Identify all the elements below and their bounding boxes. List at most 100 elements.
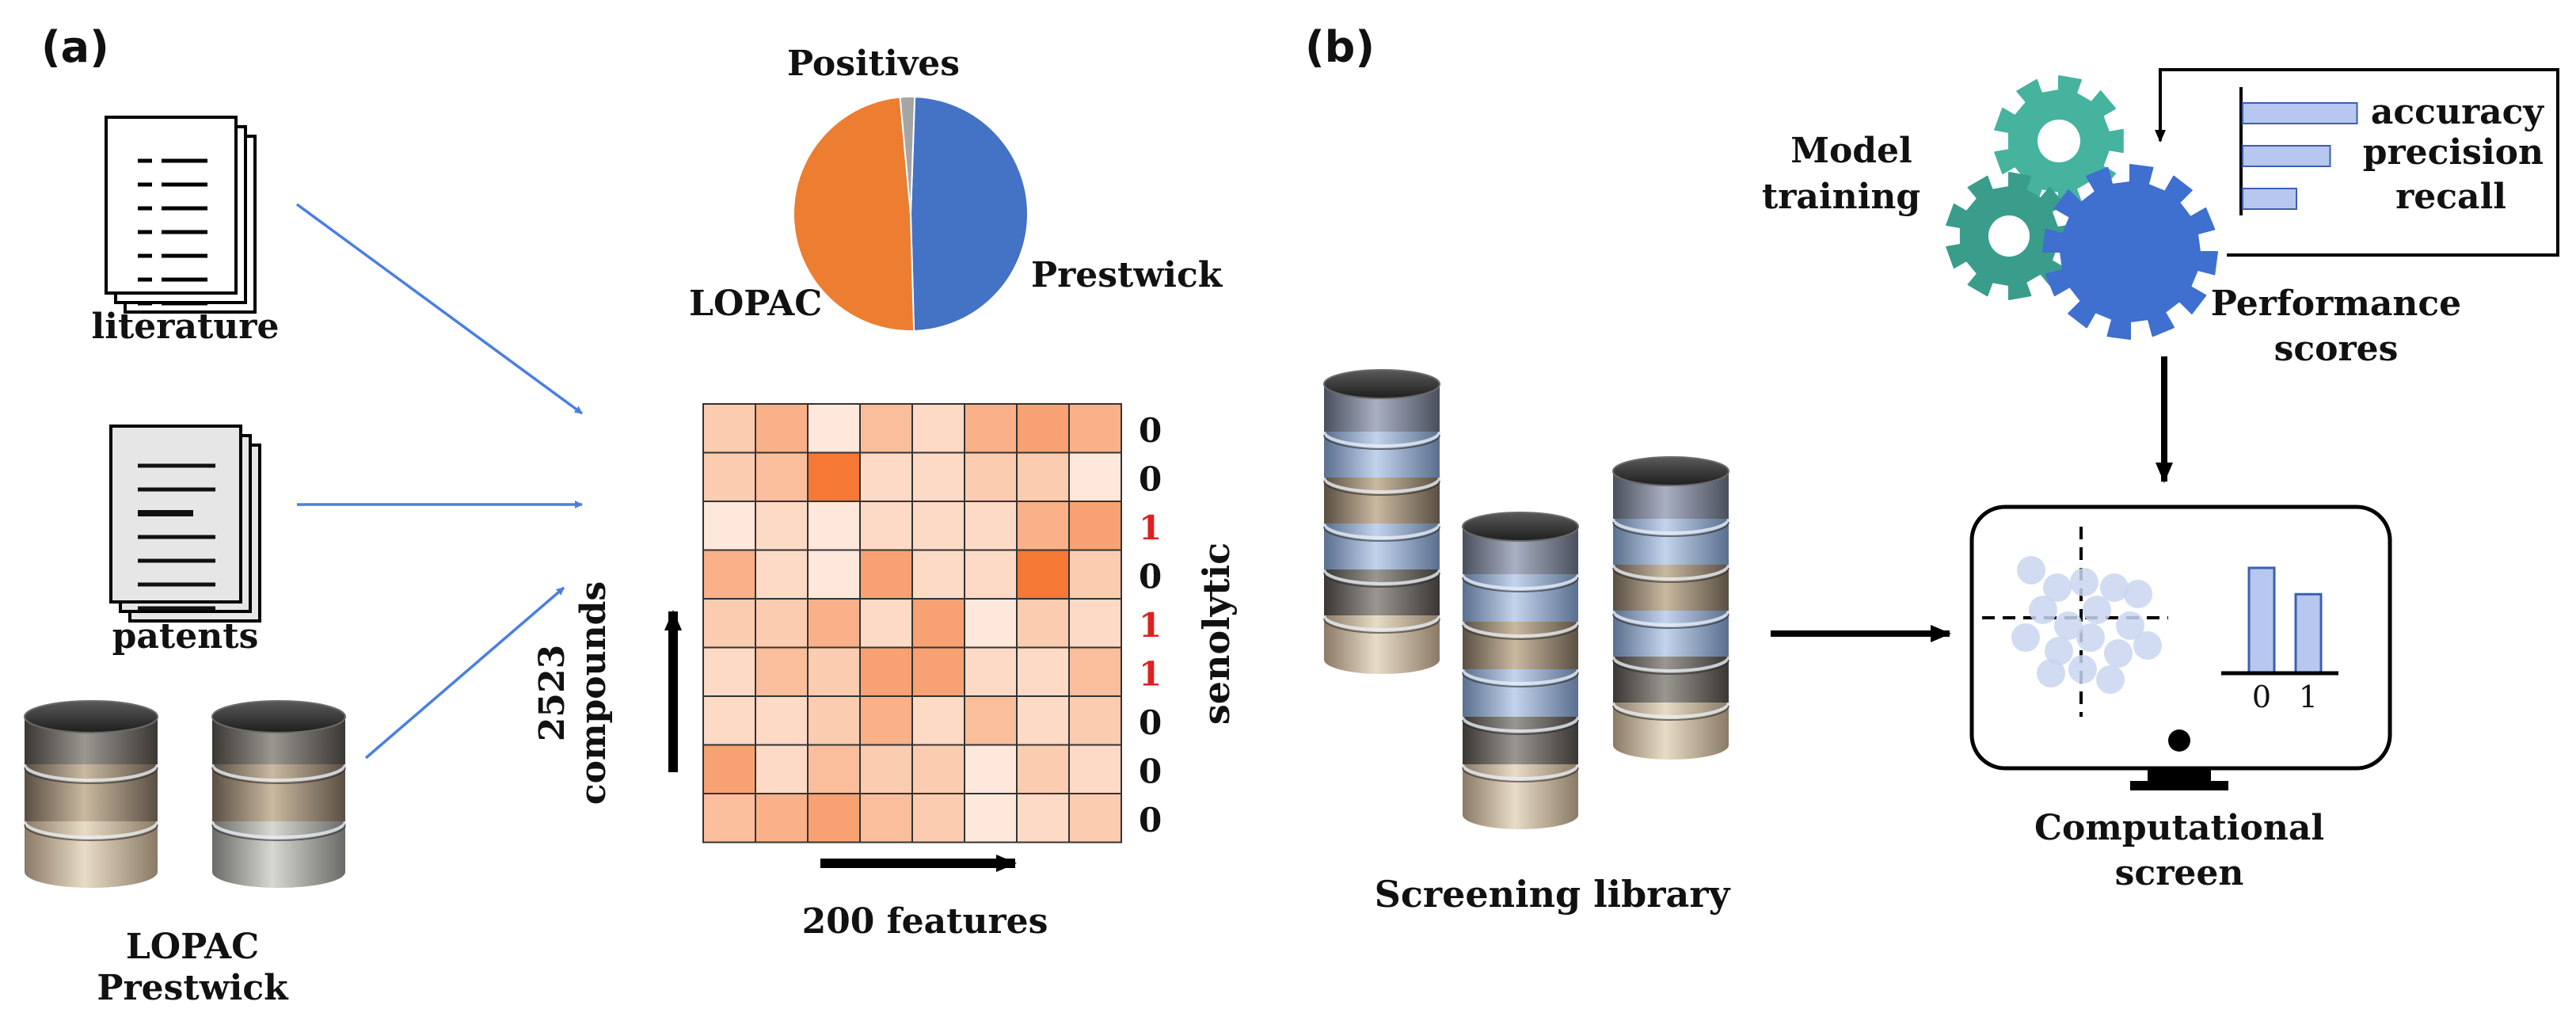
screen-tick-1: 1 <box>2299 680 2318 714</box>
heatmap-cell <box>1016 744 1070 794</box>
compounds-label-line2: compounds <box>573 581 614 805</box>
heatmap-cell <box>1016 793 1070 843</box>
heatmap-cell <box>702 501 756 551</box>
heatmap-cell <box>964 403 1018 454</box>
heatmap-cell <box>702 549 756 600</box>
senolytic-value: 0 <box>1139 703 1162 742</box>
scatter-point <box>2133 631 2162 660</box>
heatmap-cell <box>859 793 913 843</box>
literature-label: literature <box>92 307 280 347</box>
scatter-point <box>2076 623 2105 652</box>
heatmap-cell <box>1016 695 1070 746</box>
pie-slice <box>909 96 1029 332</box>
heatmap-cell <box>859 451 913 502</box>
gear-icon-teal-top <box>1994 75 2124 207</box>
compounds-label-line1: 2523 <box>532 645 573 741</box>
heatmap-cell <box>755 744 809 794</box>
heatmap-cell <box>755 403 809 454</box>
heatmap-cell <box>807 501 861 551</box>
scatter-point <box>2124 580 2152 608</box>
heatmap-cell <box>911 695 965 746</box>
senolytic-value: 1 <box>1139 508 1162 547</box>
patents-label: patents <box>112 616 259 657</box>
pie-label-prestwick: Prestwick <box>1031 255 1223 295</box>
heatmap-cell <box>1016 403 1070 454</box>
performance-bars <box>2239 87 2358 215</box>
screen-bar <box>2247 566 2276 675</box>
patents-document-icon <box>109 425 261 623</box>
senolytic-value: 1 <box>1139 606 1162 645</box>
arrow-databases-to-matrix <box>364 586 565 760</box>
senolytic-value: 0 <box>1139 558 1162 596</box>
scatter-point <box>2054 611 2083 640</box>
heatmap-cell <box>1016 501 1070 551</box>
model-training-line2: training <box>1762 177 1920 217</box>
metric-precision: precision <box>2363 132 2544 173</box>
heatmap-cell <box>807 695 861 746</box>
performance-bar <box>2242 102 2358 124</box>
heatmap-cell <box>702 695 756 746</box>
panel-b-label: (b) <box>1305 22 1375 72</box>
heatmap-cell <box>755 549 809 600</box>
heatmap-cell <box>807 549 861 600</box>
document-page <box>105 116 238 295</box>
performance-label-line1: Performance <box>2211 284 2461 324</box>
heatmap-cell <box>1068 549 1122 600</box>
heatmap-cell <box>807 646 861 697</box>
scatter-point <box>2104 639 2133 668</box>
heatmap-cell <box>1016 598 1070 649</box>
performance-feedback-line <box>2155 68 2559 257</box>
heatmap-cell <box>1016 549 1070 600</box>
heatmap-cell <box>702 744 756 794</box>
heatmap-cell <box>1068 501 1122 551</box>
heatmap-cell <box>755 695 809 746</box>
performance-bar <box>2242 188 2297 210</box>
screen-tick-0: 0 <box>2252 680 2271 714</box>
metric-accuracy: accuracy <box>2371 92 2545 132</box>
scatter-point <box>2100 573 2129 602</box>
heatmap-cell <box>755 793 809 843</box>
heatmap-cell <box>1068 793 1122 843</box>
heatmap-cell <box>1068 403 1122 454</box>
senolytic-value: 1 <box>1139 655 1162 694</box>
gear-icon-blue <box>2042 164 2218 340</box>
heatmap-cell <box>964 598 1018 649</box>
heatmap-cell <box>911 403 965 454</box>
heatmap-cell <box>859 549 913 600</box>
heatmap-cell <box>702 646 756 697</box>
gear-icon-teal-left <box>1946 172 2072 300</box>
heatmap-cell <box>1016 451 1070 502</box>
heatmap-cell <box>964 549 1018 600</box>
performance-metric-labels: accuracy precision recall <box>2363 92 2545 217</box>
heatmap-cell <box>964 695 1018 746</box>
panel-a-label: (a) <box>41 22 109 72</box>
heatmap-cell <box>755 451 809 502</box>
scatter-point <box>2068 655 2097 684</box>
heatmap-cell <box>702 598 756 649</box>
scatter-point <box>2096 665 2125 694</box>
heatmap-cell <box>807 598 861 649</box>
performance-label-line2: scores <box>2274 329 2399 369</box>
computational-screen-line2: screen <box>2115 853 2244 893</box>
screening-library-database-icon-3 <box>1611 456 1730 760</box>
heatmap-cell <box>755 646 809 697</box>
senolytic-value: 0 <box>1139 752 1162 791</box>
screening-library-database-icon-1 <box>1322 369 1441 674</box>
heatmap-cell <box>859 646 913 697</box>
heatmap-cell <box>911 598 965 649</box>
computational-screen-line1: Computational <box>2034 808 2324 848</box>
heatmap-cell <box>911 793 965 843</box>
scatter-point <box>2083 596 2111 624</box>
senolytic-value: 0 <box>1139 411 1162 450</box>
scatter-point <box>2011 623 2040 652</box>
databases-label-line1: LOPAC <box>126 927 259 967</box>
heatmap-cell <box>964 744 1018 794</box>
heatmap-cell <box>911 646 965 697</box>
scatter-point <box>2070 568 2098 596</box>
screen-scatter-plot <box>1982 527 2168 717</box>
heatmap-cell <box>964 646 1018 697</box>
performance-bar <box>2242 145 2331 167</box>
heatmap-cell <box>807 451 861 502</box>
pie-slice <box>899 96 916 215</box>
